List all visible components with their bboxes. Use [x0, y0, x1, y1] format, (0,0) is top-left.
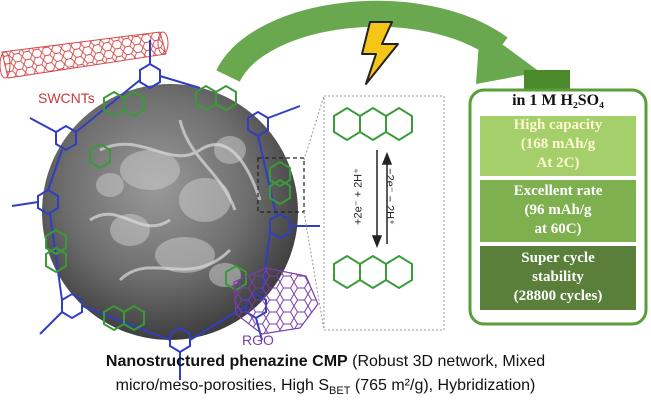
nanotube-icon	[0, 31, 169, 79]
caption-bold: Nanostructured phenazine CMP	[105, 353, 348, 370]
swcnts-label: SWCNTs	[38, 90, 95, 106]
battery-segment-1	[480, 116, 636, 176]
phenazine-oxidized-structure	[333, 106, 413, 142]
battery-segment-3	[480, 246, 636, 310]
equilibrium-arrows	[371, 150, 393, 249]
segment-2-line-3: at 60C)	[534, 221, 582, 237]
phenazine-reduced-structure	[333, 254, 413, 290]
segment-3-line-2: stability	[532, 269, 584, 285]
caption-line-2-b: (765 m²/g), Hybridization)	[350, 377, 536, 394]
caption-sub-bet: BET	[329, 385, 351, 398]
caption-line-1-rest: (Robust 3D network, Mixed	[347, 353, 546, 370]
segment-3-line-1: Super cycle	[521, 250, 595, 266]
figure-caption: Nanostructured phenazine CMP (Robust 3D …	[0, 350, 651, 403]
battery-segment-2	[480, 180, 636, 242]
lightning-bolt-icon	[361, 21, 399, 85]
segment-1-line-2: (168 mAh/g	[520, 136, 596, 152]
battery-icon	[468, 70, 648, 326]
segment-2-line-2: (96 mAh/g	[524, 202, 592, 218]
graphene-icon	[233, 267, 319, 335]
segment-1-text: High capacity (168 mAh/g At 2C)	[480, 116, 636, 173]
reduction-label: +2e⁻ + 2H⁺	[352, 168, 365, 225]
segment-3-line-3: (28800 cycles)	[513, 288, 603, 304]
segment-3-text: Super cycle stability (28800 cycles)	[480, 249, 636, 306]
callout-lines	[303, 95, 325, 331]
segment-1-line-3: At 2C)	[536, 155, 580, 171]
segment-2-line-1: Excellent rate	[513, 183, 603, 199]
segment-2-text: Excellent rate (96 mAh/g at 60C)	[480, 182, 636, 239]
caption-line-2: micro/meso-porosities, High SBET (765 m²…	[0, 374, 651, 403]
reaction-panel	[323, 95, 445, 331]
rgo-label: RGO	[242, 332, 274, 348]
segment-1-line-1: High capacity	[513, 117, 603, 133]
highlight-box	[257, 157, 305, 213]
battery-header: in 1 M H₂SO₄	[512, 92, 604, 109]
caption-line-1: Nanostructured phenazine CMP (Robust 3D …	[0, 350, 651, 374]
phenazine-units	[45, 84, 291, 332]
oxidation-label: −2e⁻ − 2H⁺	[383, 168, 396, 225]
caption-line-2-a: micro/meso-porosities, High S	[115, 377, 330, 394]
